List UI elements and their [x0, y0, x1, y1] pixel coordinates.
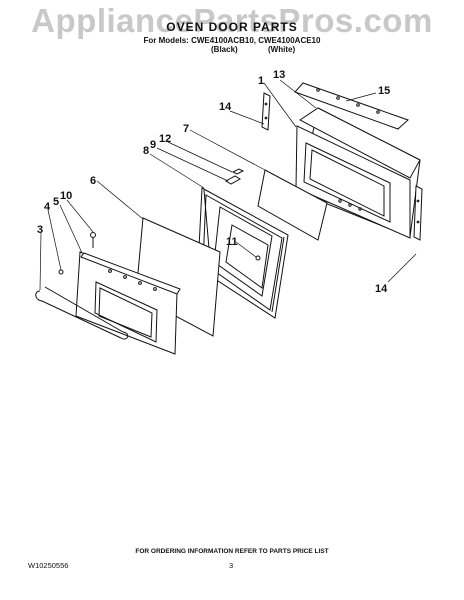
variant-white: (White): [268, 45, 296, 54]
variant-black: (Black): [211, 45, 238, 54]
ordering-note: FOR ORDERING INFORMATION REFER TO PARTS …: [135, 548, 329, 555]
part-top-trim: [294, 82, 409, 130]
part-inner-glass: [257, 169, 328, 241]
part-hinge-strip-upper: [261, 92, 271, 131]
callout-1: 1: [258, 75, 264, 87]
part-screw: [90, 232, 96, 248]
part-handle: [35, 286, 129, 340]
callout-13: 13: [273, 69, 285, 81]
models-line: For Models: CWE4100ACB10, CWE4100ACE10: [143, 36, 321, 45]
callout-8: 8: [143, 145, 149, 157]
callout-9: 9: [150, 139, 156, 151]
callout-12: 12: [159, 133, 171, 145]
callout-7: 7: [183, 123, 189, 135]
document-id: W10250556: [28, 561, 69, 570]
callout-15: 15: [378, 85, 390, 97]
callout-14-lower: 14: [375, 283, 388, 295]
callout-14-upper: 14: [219, 101, 232, 113]
part-outer-glass: [135, 217, 221, 337]
callout-5: 5: [53, 196, 59, 208]
page-title: OVEN DOOR PARTS: [166, 20, 298, 34]
leader-lines: [39, 79, 417, 291]
callout-10: 10: [60, 190, 72, 202]
page-number: 3: [229, 561, 234, 570]
part-inner-door: [295, 107, 421, 239]
part-bracket: [225, 168, 245, 185]
part-door-frame: [197, 187, 289, 319]
callout-labels: 1 3 4 5 6 7 8 9 10 11 12 13 14 14 15: [37, 69, 390, 295]
part-outer-door: [75, 251, 181, 355]
callout-11: 11: [226, 236, 238, 248]
callout-6: 6: [90, 175, 96, 187]
callout-4: 4: [44, 201, 51, 213]
callout-3: 3: [37, 224, 43, 236]
part-small-screw: [58, 269, 64, 275]
part-hinge-strip-lower: [413, 185, 423, 241]
watermark-text: AppliancePartsPros.com: [31, 2, 433, 39]
